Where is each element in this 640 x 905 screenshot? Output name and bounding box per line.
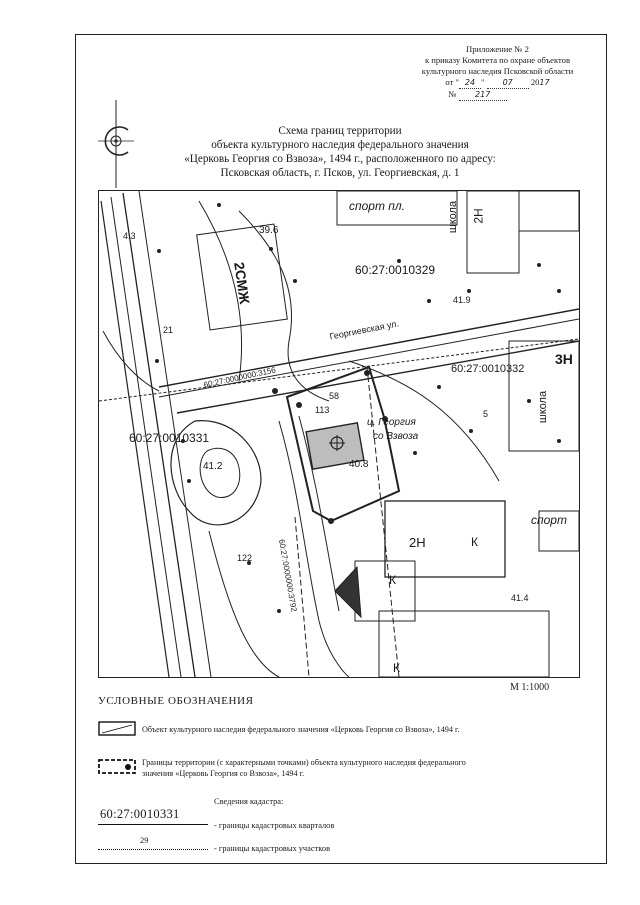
label-shkola-right: школа (537, 390, 550, 424)
north-arrow-icon (92, 100, 140, 190)
street-line (99, 338, 579, 402)
label-sport-top: спорт пл. (349, 199, 405, 213)
road-line (100, 200, 170, 677)
label-church-1: ц. Георгия (367, 417, 416, 428)
map-scale: М 1:1000 (510, 682, 550, 693)
contour (238, 210, 330, 402)
street-line (176, 340, 579, 414)
label-k-3: К (393, 661, 400, 675)
cadastral-number-sample: 60:27:0010331 (100, 807, 180, 821)
date-month: 07 (486, 77, 529, 89)
building (336, 191, 458, 226)
appendix-date-line: от "24" 07 2017 (395, 77, 600, 89)
building (196, 223, 288, 331)
loop-road (208, 530, 280, 677)
label-4-3: 4.3 (123, 231, 136, 241)
order-number: 217 (458, 89, 507, 101)
territory-boundary-symbol-icon (98, 758, 136, 781)
appendix-header: Приложение № 2 к приказу Комитета по охр… (395, 44, 600, 101)
territory-boundary (285, 365, 401, 523)
road-line (102, 330, 160, 392)
label-113: 113 (315, 405, 330, 415)
title-line-3: «Церковь Георгия со Взвоза», 1494 г., ра… (184, 153, 496, 165)
building (508, 340, 579, 452)
label-quarter-332: 60:27:0010332 (451, 363, 525, 375)
label-3n: 3Н (555, 351, 573, 367)
road-line (122, 192, 196, 677)
date-year-prefix: 20 (530, 77, 540, 87)
legend-title: УСЛОВНЫЕ ОБОЗНАЧЕНИЯ (98, 695, 254, 707)
label-21: 21 (163, 325, 174, 335)
label-quarter-329: 60:27:0010329 (355, 263, 436, 277)
contour (198, 200, 243, 382)
heritage-object-symbol-icon (98, 720, 136, 743)
parcel-number-sample: 29 (140, 836, 149, 845)
tree-symbols (155, 203, 561, 613)
date-quote: " (481, 77, 485, 87)
label-sport-right: спорт (531, 513, 567, 527)
number-prefix: № (448, 89, 457, 99)
label-2n-bottom: 2Н (409, 535, 426, 550)
legend-item2-line2: значения «Церковь Георгия со Взвоза», 14… (142, 769, 305, 778)
label-k-1: К (471, 535, 478, 549)
building (538, 510, 579, 552)
label-58: 58 (329, 391, 340, 401)
cadastral-parcel-line-symbol (98, 849, 208, 850)
label-122: 122 (237, 553, 253, 563)
title-line-1: Схема границ территории (278, 125, 402, 137)
date-day: 24 (459, 77, 481, 89)
label-41-4: 41.4 (511, 593, 529, 603)
loop-road (298, 415, 340, 612)
road-line (110, 196, 182, 677)
title-line-4: Псковская область, г. Псков, ул. Георгие… (220, 167, 460, 179)
label-church-2: со Взвоза (373, 431, 419, 442)
title-line-2: объекта культурного наследия федеральног… (211, 139, 469, 151)
date-year: 17 (539, 78, 550, 87)
legend-cadastral-parcels: - границы кадастровых участков (214, 844, 331, 853)
building (518, 191, 579, 232)
cadastre-heading: Сведения кадастра: (214, 797, 284, 806)
legend-cadastral-quarters: - границы кадастровых кварталов (214, 821, 335, 830)
cadastral-quarter-line-symbol (98, 824, 208, 825)
label-quarter-331: 60:27:0010331 (129, 431, 210, 445)
label-39-6: 39.6 (259, 225, 279, 236)
label-41-9: 41.9 (453, 295, 471, 305)
appendix-line-1: Приложение № 2 (466, 44, 529, 54)
parcel-boundary (366, 366, 400, 677)
label-k-2: К (389, 573, 396, 587)
loop-road (278, 420, 350, 677)
cadastral-map[interactable]: спорт пл. школа 2Н 2СМЖ 39.6 60:27:00103… (98, 190, 580, 678)
hatched-area (334, 565, 362, 619)
legend-item2-line1: Границы территории (с характерными точка… (142, 758, 466, 767)
hill-inner (199, 447, 241, 498)
date-prefix: от " (445, 77, 459, 87)
building (466, 191, 520, 274)
appendix-number-line: № 217 (395, 89, 600, 101)
label-40-8: 40.8 (349, 459, 369, 470)
map-drawing (99, 191, 579, 677)
appendix-line-3: культурного наследия Псковской области (421, 66, 574, 76)
page-frame (75, 34, 607, 864)
street-line (158, 308, 579, 388)
legend-item-territory-boundary: Границы территории (с характерными точка… (142, 757, 466, 779)
church-footprint (305, 421, 365, 471)
parcel-boundary (294, 516, 310, 677)
label-5: 5 (483, 409, 489, 419)
road-line (138, 191, 212, 677)
building (384, 500, 506, 578)
legend-item-heritage-object: Объект культурного наследия федерального… (142, 725, 460, 734)
label-2n-top: 2Н (471, 208, 486, 224)
label-41-2: 41.2 (203, 461, 223, 472)
hill (170, 420, 262, 526)
appendix-line-2: к приказу Комитета по охране объектов (424, 55, 571, 65)
building (378, 610, 550, 677)
scheme-title: Схема границ территории объекта культурн… (150, 124, 530, 180)
label-shkola-top: школа (447, 200, 460, 234)
